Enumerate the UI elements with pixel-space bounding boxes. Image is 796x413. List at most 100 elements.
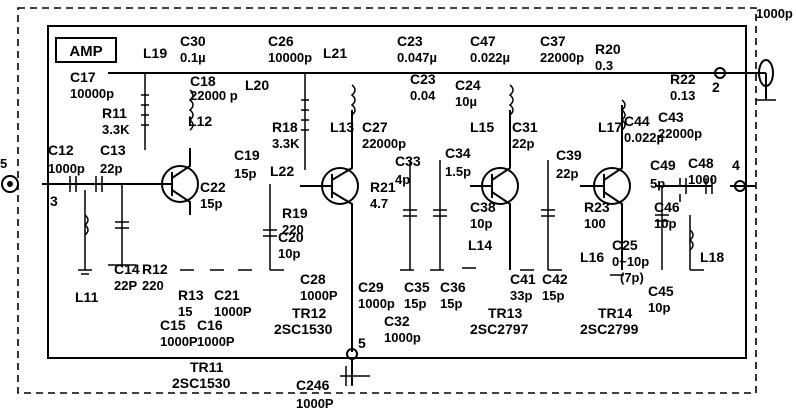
value-r18: 3.3K: [272, 136, 300, 151]
value-c35: 15p: [404, 296, 426, 311]
value-c41: 33p: [510, 288, 532, 303]
label-c46: C46: [654, 199, 680, 215]
label-c31: C31: [512, 119, 538, 135]
transistor-label-tr14: TR14: [598, 305, 632, 321]
value-c42: 15p: [542, 288, 564, 303]
value-c15: 1000P: [160, 334, 198, 349]
value-c32: 1000p: [384, 330, 421, 345]
value-c46: 10p: [654, 216, 676, 231]
note-c25: (7p): [620, 270, 644, 285]
value-c23: 0.047µ: [397, 50, 437, 65]
value-c31: 22p: [512, 136, 534, 151]
label-r23: R23: [584, 199, 610, 215]
value-c21: 1000P: [214, 304, 252, 319]
label-c49: C49: [650, 157, 676, 173]
label-r21: R21: [370, 179, 396, 195]
value-c38: 10p: [470, 216, 492, 231]
label-c33: C33: [395, 153, 421, 169]
value-r19: 220: [282, 222, 304, 237]
label-c14: C14: [114, 261, 140, 277]
amp-block-label: AMP: [69, 43, 102, 60]
transistor-label-tr13: TR13: [488, 305, 522, 321]
transistor-tr14: [580, 105, 631, 270]
value-r11: 3.3K: [102, 122, 130, 137]
ground-symbols: [78, 99, 776, 276]
label-r18: R18: [272, 119, 298, 135]
input-connector: [1, 175, 19, 193]
terminal-2-node: [714, 67, 726, 79]
label-r11: R11: [102, 105, 127, 121]
value-c39: 22p: [556, 166, 578, 181]
label-r20: R20: [595, 41, 621, 57]
component-glyphs: [60, 73, 713, 386]
value-c19: 15p: [234, 166, 256, 181]
label-c15: C15: [160, 317, 186, 333]
label-c24: C24: [455, 77, 481, 93]
label-c35: C35: [404, 279, 430, 295]
label-c26: C26: [268, 33, 294, 49]
value-c44: 0.022µ: [624, 130, 664, 145]
label-c17: C17: [70, 69, 96, 85]
label-c34: C34: [445, 145, 471, 161]
terminal-5-node: [346, 348, 358, 360]
label-c18: C18: [190, 73, 216, 89]
label-c42: C42: [542, 271, 568, 287]
output-connector: [758, 59, 774, 87]
value-c25: 0~10p: [612, 254, 649, 269]
terminal-label-t3: 3: [50, 193, 58, 209]
label-l17: L17: [598, 119, 622, 135]
label-c13: C13: [100, 142, 126, 158]
label-c23b: C23: [410, 71, 436, 87]
label-c44: C44: [624, 113, 650, 129]
label-c45: C45: [648, 283, 674, 299]
label-c16: C16: [197, 317, 223, 333]
label-c28: C28: [300, 271, 326, 287]
input-connector-pin: [7, 181, 13, 187]
label-c43: C43: [658, 109, 684, 125]
value-r13: 15: [178, 304, 192, 319]
terminal-label-t5: 5: [358, 335, 366, 351]
value-c26: 10000p: [268, 50, 312, 65]
label-c22: C22: [200, 179, 226, 195]
value-c34: 1.5p: [445, 164, 471, 179]
value-c17: 10000p: [70, 86, 114, 101]
value-c36: 15p: [440, 296, 462, 311]
value-c24: 10µ: [455, 94, 477, 109]
label-c12: C12: [48, 142, 74, 158]
value-c45: 10p: [648, 300, 670, 315]
value-c33: 4p: [395, 172, 410, 187]
value-r12: 220: [142, 278, 164, 293]
label-l12: L12: [188, 113, 212, 129]
transistor-part-tr14: 2SC2799: [580, 321, 639, 337]
value-c30: 0.1µ: [180, 50, 206, 65]
value-r21: 4.7: [370, 196, 388, 211]
label-c32: C32: [384, 313, 410, 329]
value-c47: 0.022µ: [470, 50, 510, 65]
value-c28: 1000P: [300, 288, 338, 303]
transistor-label-tr11: TR11: [190, 359, 224, 375]
label-l18: L18: [700, 249, 724, 265]
label-c41: C41: [510, 271, 536, 287]
value-r20: 0.3: [595, 58, 613, 73]
label-r13: R13: [178, 287, 204, 303]
label-c20: C20: [278, 229, 304, 245]
value-c18: 22000 p: [190, 88, 238, 103]
label-c38: C38: [470, 199, 496, 215]
label-c36: C36: [440, 279, 466, 295]
transistor-part-tr13: 2SC2797: [470, 321, 529, 337]
transistor-part-tr12: 2SC1530: [274, 321, 333, 337]
label-c246: C246: [296, 377, 330, 393]
amp-board-border: [47, 25, 747, 359]
value-c43: 22000p: [658, 126, 702, 141]
label-l21: L21: [323, 45, 347, 61]
label-c37: C37: [540, 33, 566, 49]
terminal-label-t2: 2: [712, 79, 720, 95]
transistor-part-tr11: 2SC1530: [172, 375, 231, 391]
value-c49: 5p: [650, 176, 665, 191]
label-r12: R12: [142, 261, 168, 277]
label-l22: L22: [270, 163, 294, 179]
label-c48: C48: [688, 155, 714, 171]
edge-glyph: 5: [0, 156, 7, 171]
label-c23: C23: [397, 33, 423, 49]
